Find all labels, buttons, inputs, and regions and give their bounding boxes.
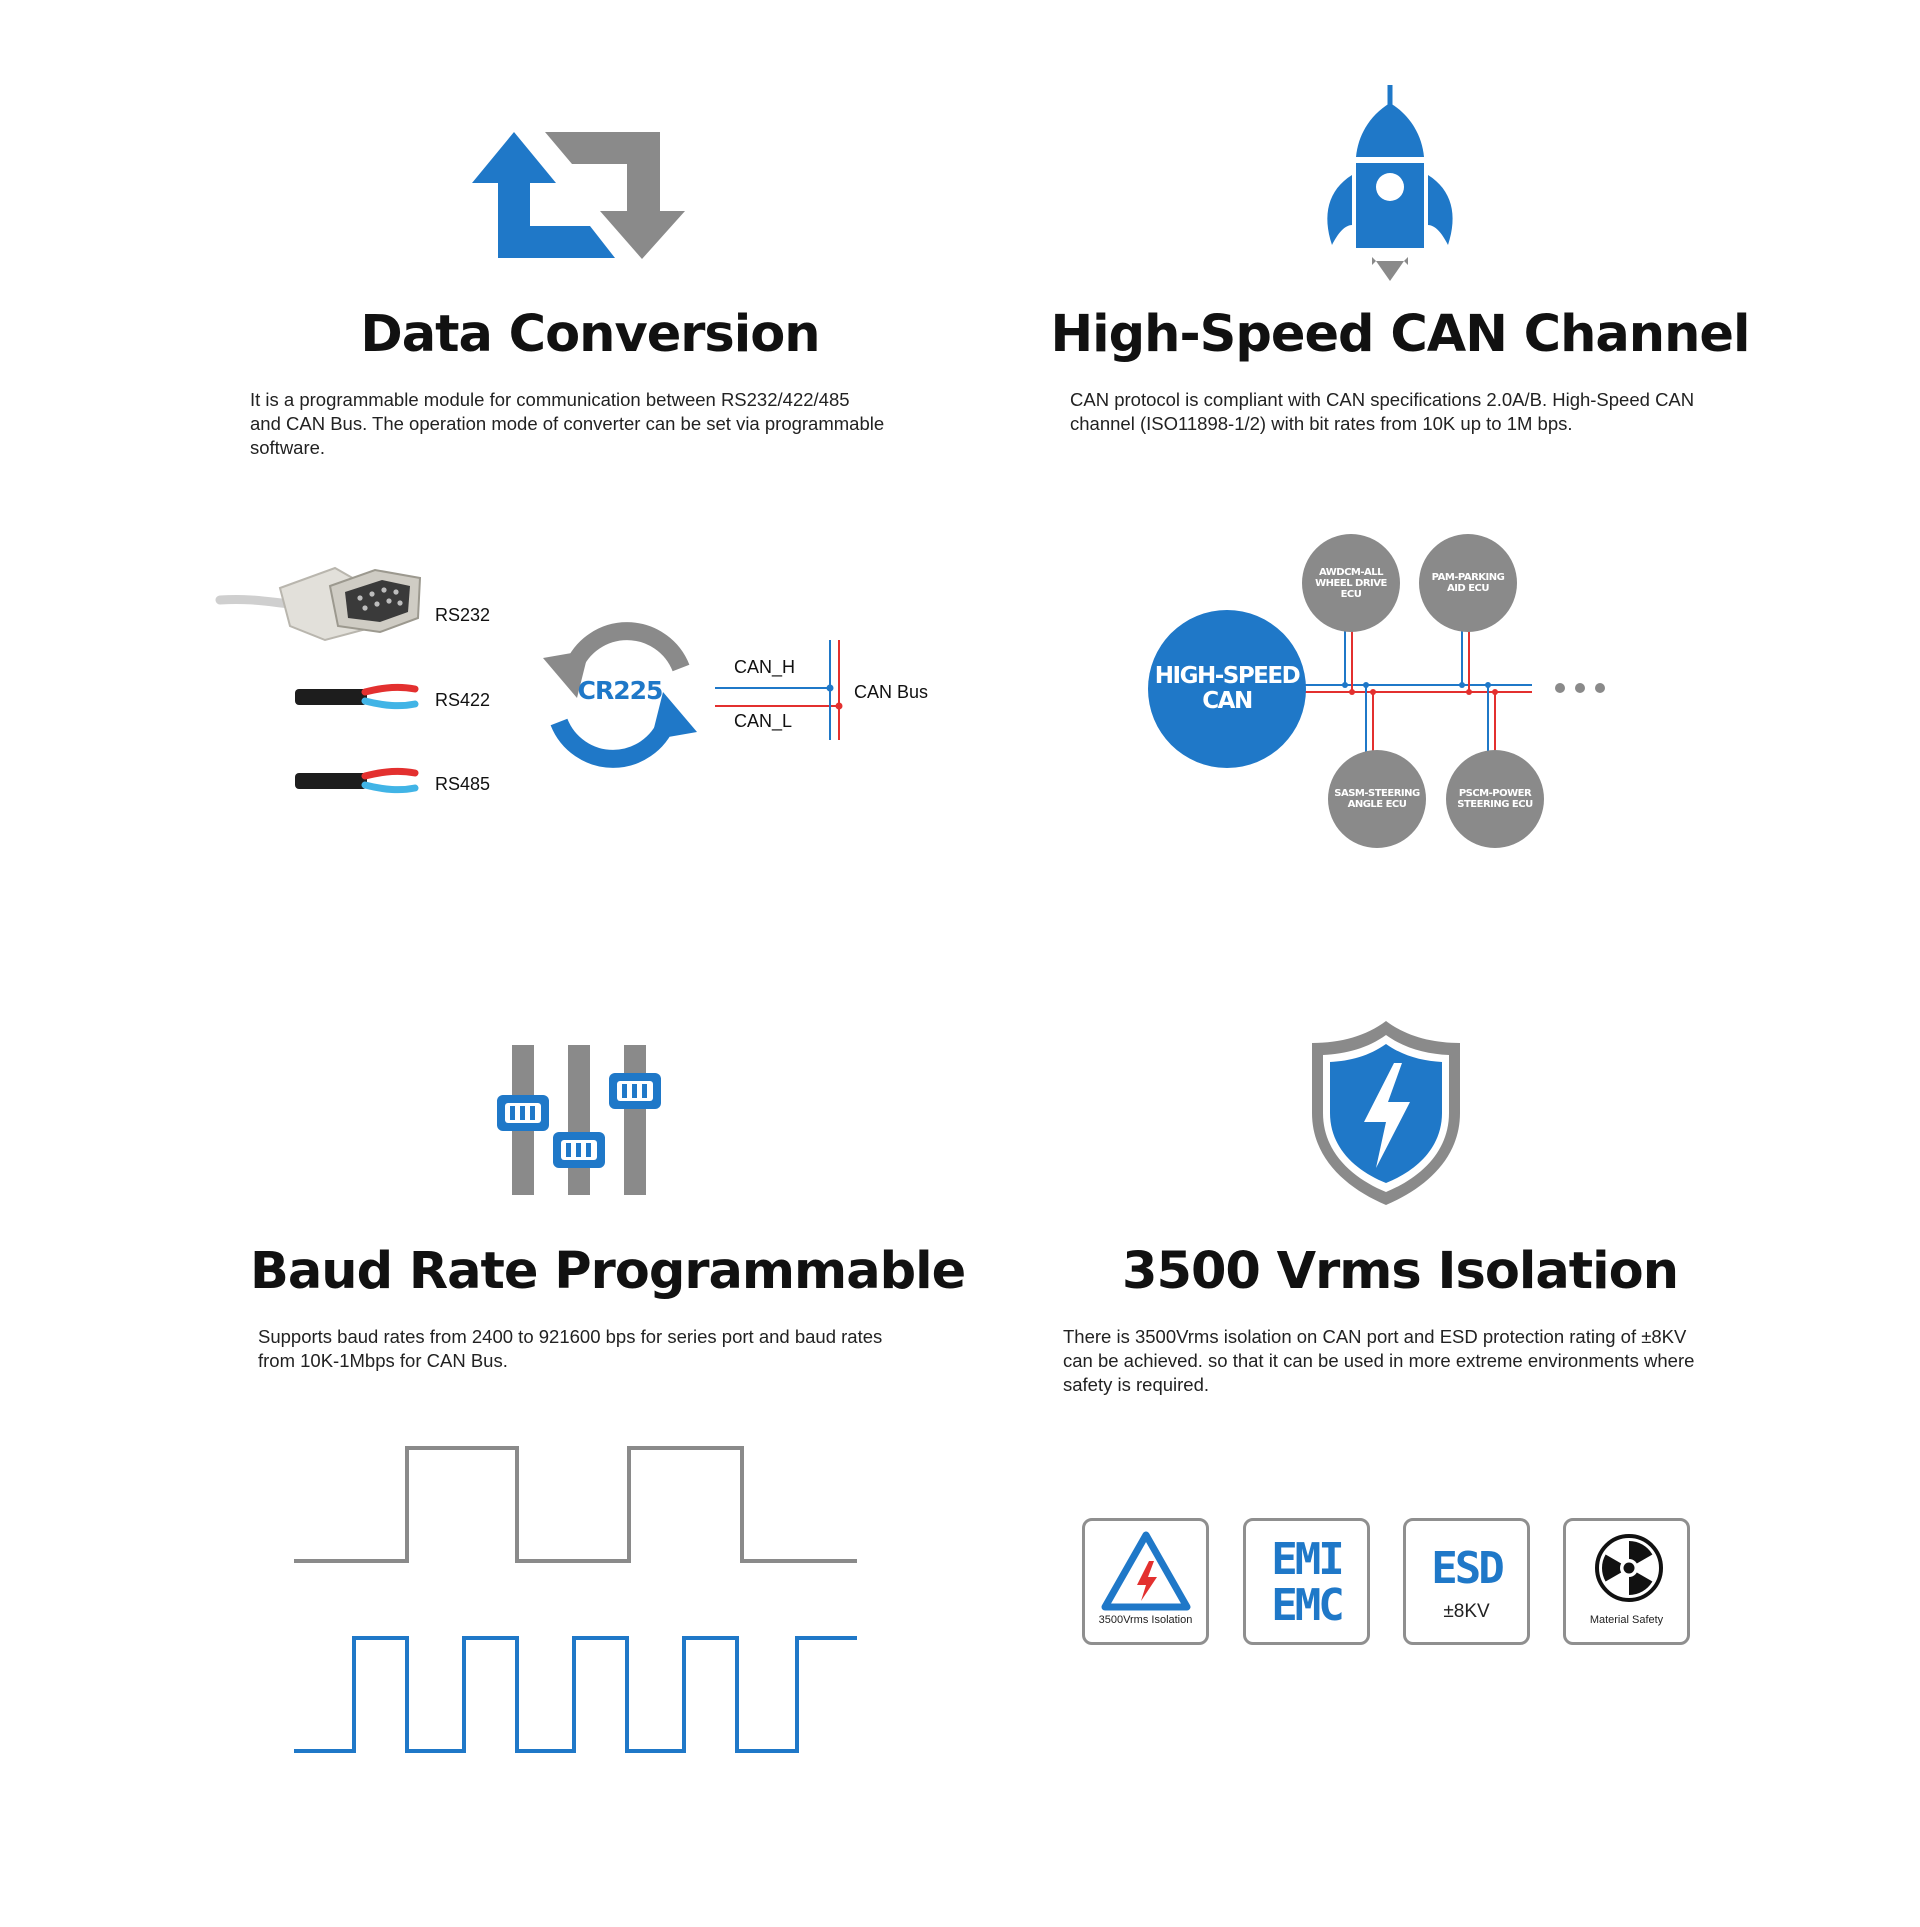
shield-bolt-icon bbox=[1312, 1021, 1460, 1205]
can-bus-lines bbox=[715, 640, 843, 740]
description-line: safety is required. bbox=[1063, 1374, 1210, 1395]
cert-badge-esd: ESD ±8KV bbox=[1403, 1518, 1530, 1645]
hub-label: HIGH-SPEED bbox=[1154, 663, 1301, 689]
port-label-rs422: RS422 bbox=[435, 690, 491, 710]
ecu-node-pscm: PSCM-POWER STEERING ECU bbox=[1446, 750, 1544, 848]
cert-badge-isolation: 3500Vrms Isolation bbox=[1082, 1518, 1209, 1645]
ecu-label: ECU bbox=[1340, 588, 1362, 600]
description-line: Supports baud rates from 2400 to 921600 … bbox=[258, 1326, 883, 1347]
ecu-label: SASM-STEERING bbox=[1334, 788, 1420, 799]
ecu-label: PSCM-POWER bbox=[1458, 788, 1532, 799]
ecu-label: AWDCM-ALL bbox=[1318, 566, 1384, 578]
fast-waveform bbox=[294, 1636, 857, 1753]
ecu-label: AID ECU bbox=[1446, 583, 1490, 594]
high-voltage-warning-icon bbox=[1101, 1531, 1191, 1611]
cert-caption: 3500Vrms Isolation bbox=[1098, 1614, 1193, 1626]
esd-rating: ±8KV bbox=[1443, 1601, 1490, 1622]
cycle-arrows-icon bbox=[543, 622, 697, 768]
can-h-label: CAN_H bbox=[734, 657, 796, 677]
ecu-node-sasm: SASM-STEERING ANGLE ECU bbox=[1328, 750, 1426, 848]
port-label-rs485: RS485 bbox=[435, 774, 491, 794]
feature-description: There is 3500Vrms isolation on CAN port … bbox=[1063, 1325, 1793, 1397]
description-line: and CAN Bus. The operation mode of conve… bbox=[250, 413, 885, 434]
can-l-label: CAN_L bbox=[734, 711, 793, 731]
feature-description: It is a programmable module for communic… bbox=[250, 388, 970, 460]
description-line: It is a programmable module for communic… bbox=[250, 389, 850, 410]
slow-waveform bbox=[294, 1446, 857, 1563]
cert-caption: Material Safety bbox=[1589, 1614, 1664, 1626]
device-label: CR225 bbox=[577, 676, 664, 705]
ecu-label: WHEEL DRIVE bbox=[1315, 577, 1387, 589]
feature-description: Supports baud rates from 2400 to 921600 … bbox=[258, 1325, 978, 1373]
square-wave-diagram bbox=[294, 1446, 857, 1753]
port-label-rs232: RS232 bbox=[435, 605, 491, 625]
ecu-label: ANGLE ECU bbox=[1347, 799, 1407, 810]
radiation-symbol-icon bbox=[1595, 1534, 1663, 1602]
ecu-label: PAM-PARKING bbox=[1431, 572, 1505, 583]
cert-badge-emi-emc: EMI EMC bbox=[1243, 1518, 1370, 1645]
cert-line: EMC bbox=[1271, 1580, 1344, 1631]
emi-emc-text-icon: EMI EMC bbox=[1246, 1537, 1367, 1629]
rs422-cable-icon bbox=[295, 683, 419, 710]
feature-description: CAN protocol is compliant with CAN speci… bbox=[1070, 388, 1790, 436]
description-line: software. bbox=[250, 437, 326, 458]
description-line: CAN protocol is compliant with CAN speci… bbox=[1070, 389, 1695, 410]
exchange-arrows-icon bbox=[472, 132, 685, 259]
description-line: There is 3500Vrms isolation on CAN port … bbox=[1063, 1326, 1687, 1347]
can-bus-label: CAN Bus bbox=[854, 682, 929, 702]
rocket-icon bbox=[1327, 85, 1453, 281]
cert-badge-material-safety: Material Safety bbox=[1563, 1518, 1690, 1645]
description-line: from 10K-1Mbps for CAN Bus. bbox=[258, 1350, 508, 1371]
esd-text-icon: ESD bbox=[1431, 1543, 1504, 1594]
sliders-icon bbox=[497, 1045, 661, 1195]
hub-label: CAN bbox=[1202, 688, 1253, 714]
ecu-label: STEERING ECU bbox=[1457, 799, 1533, 810]
feature-title: Data Conversion bbox=[360, 305, 820, 364]
ecu-node-pam: PAM-PARKING AID ECU bbox=[1419, 534, 1517, 632]
description-line: channel (ISO11898-1/2) with bit rates fr… bbox=[1070, 413, 1573, 434]
feature-title: Baud Rate Programmable bbox=[250, 1242, 966, 1301]
cert-line: EMI bbox=[1271, 1534, 1344, 1585]
ecu-node-awdcm: AWDCM-ALL WHEEL DRIVE ECU bbox=[1302, 534, 1400, 632]
feature-title: High-Speed CAN Channel bbox=[1050, 305, 1751, 364]
hub-circle: HIGH-SPEED CAN bbox=[1148, 610, 1306, 768]
feature-title: 3500 Vrms Isolation bbox=[1121, 1242, 1679, 1301]
rs485-cable-icon bbox=[295, 767, 419, 794]
description-line: can be achieved. so that it can be used … bbox=[1063, 1350, 1695, 1371]
db9-connector-icon bbox=[215, 566, 422, 642]
